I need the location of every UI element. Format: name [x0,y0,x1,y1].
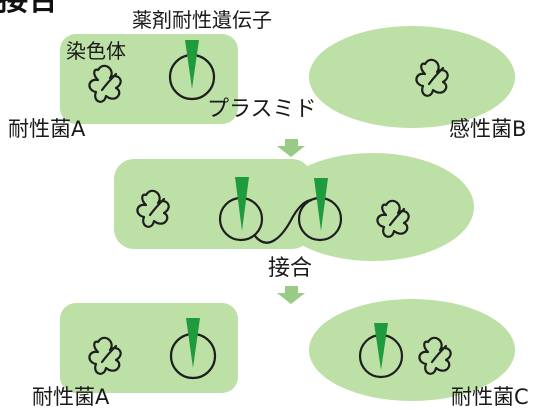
resistant-bacterium-a-bottom [60,303,238,393]
plasmid-transfer-strand [254,198,313,244]
chromosome-icon [415,58,449,97]
conjugation-label: 接合 [268,256,312,281]
gene-label: 薬剤耐性遺伝子 [132,8,272,32]
sensitive-b-label: 感性菌B [449,117,526,141]
cell-body [60,303,238,393]
chromosome-icon [376,199,410,238]
resistant-a-label: 耐性菌A [8,117,86,141]
resistant-bacterium-c [309,299,515,401]
diagram-title: 接合 [0,0,58,18]
chromosome-icon [418,336,452,375]
resistance-gene-marker [186,318,200,368]
chromosome-icon [88,336,122,375]
down-arrow-icon [277,286,305,304]
resistant-bacterium-a-top [60,34,238,124]
cell-body-left [114,159,312,249]
chromosome-label: 染色体 [66,39,126,63]
conjugation-pair [114,153,474,261]
resistance-gene-marker [185,40,199,89]
chromosome-icon [88,64,122,103]
plasmid-label: プラスミド [207,97,317,122]
cell-body [309,299,515,401]
resistant-c-label: 耐性菌C [451,385,529,409]
cell-body [309,26,515,128]
resistance-gene-marker [235,177,249,231]
sensitive-bacterium-b [309,26,515,128]
down-arrow-icon [277,139,305,157]
chromosome-icon [136,189,170,228]
resistant-a-bottom-label: 耐性菌A [32,385,110,409]
resistance-gene-marker [314,178,328,231]
resistance-gene-marker [374,323,388,370]
